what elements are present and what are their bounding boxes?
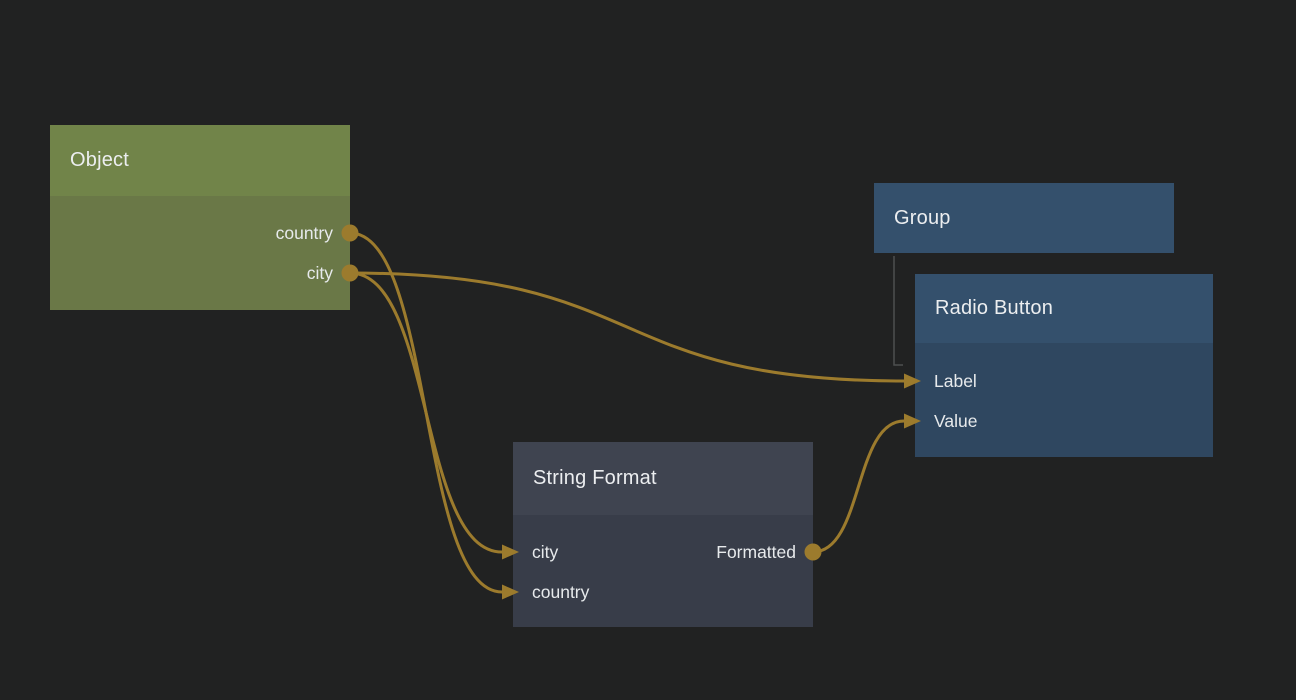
output-port-label-formatted: Formatted — [716, 541, 796, 562]
node-object[interactable]: Object country city — [50, 125, 350, 310]
node-radio-button[interactable]: Radio Button Label Value — [915, 274, 1213, 457]
node-string-format[interactable]: String Format city Formatted country — [513, 442, 813, 627]
node-string-format-title: String Format — [533, 467, 657, 489]
input-port-radio_button-value[interactable] — [904, 413, 921, 429]
output-port-object-city[interactable] — [341, 264, 359, 282]
wire-object-city-to-radio_button-label[interactable] — [348, 271, 906, 383]
port-row-city-formatted: city Formatted — [513, 532, 813, 572]
port-row-label: Label — [915, 361, 1213, 401]
node-string-format-body: city Formatted country — [513, 515, 813, 627]
port-row-country-in: country — [513, 572, 813, 612]
input-port-string_format-country[interactable] — [502, 584, 519, 600]
node-string-format-header[interactable]: String Format — [513, 442, 813, 515]
input-port-label-value: Value — [934, 410, 978, 431]
output-port-label-city: city — [306, 262, 333, 283]
input-port-string_format-city[interactable] — [502, 544, 519, 560]
node-object-title: Object — [70, 149, 130, 171]
node-group-header[interactable]: Group — [874, 183, 1174, 253]
input-port-label-country: country — [532, 581, 590, 602]
node-radio-button-header[interactable]: Radio Button — [915, 274, 1213, 343]
output-port-object-country[interactable] — [341, 224, 359, 242]
node-object-body: country city — [50, 196, 350, 310]
node-radio-button-body: Label Value — [915, 343, 1213, 457]
group-child-connector — [893, 256, 903, 366]
node-radio-button-title: Radio Button — [935, 297, 1054, 319]
port-row-country: country — [50, 213, 350, 253]
port-row-value: Value — [915, 401, 1213, 441]
output-port-label-country: country — [275, 222, 333, 243]
input-port-radio_button-label[interactable] — [904, 373, 921, 389]
wire-object-country-to-string_format-country[interactable] — [348, 231, 504, 594]
node-group-title: Group — [894, 206, 951, 229]
input-port-label-label: Label — [934, 370, 977, 391]
port-row-city: city — [50, 253, 350, 293]
node-group[interactable]: Group — [874, 183, 1174, 253]
wire-string_format-formatted-to-radio_button-value[interactable] — [811, 419, 906, 554]
input-port-label-city: city — [532, 541, 559, 562]
node-object-header[interactable]: Object — [50, 125, 350, 196]
output-port-string_format-formatted[interactable] — [804, 543, 822, 561]
